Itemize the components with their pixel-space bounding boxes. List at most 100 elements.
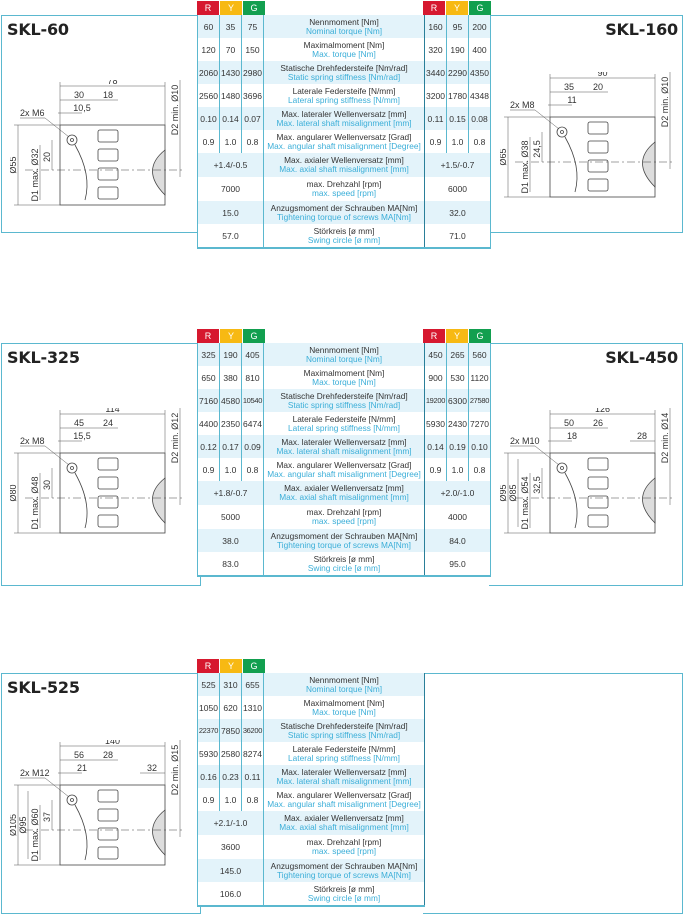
clamp-screw: [66, 134, 78, 146]
label-english: Max. torque [Nm]: [312, 706, 376, 717]
value-g-right: 560: [468, 343, 491, 366]
label-german: max. Drehzahl [rpm]: [306, 179, 382, 189]
value-r-right: 5930: [424, 412, 447, 435]
ryg-header-right: R Y G: [423, 329, 492, 343]
label-english: Max. angular shaft misalignment [Degree]: [267, 468, 421, 479]
label-english: Max. axial shaft misalignment [mm]: [279, 164, 409, 174]
property-label: Statische Drehfedersteife [Nm/rad]Static…: [263, 389, 425, 412]
property-label: Maximalmoment [Nm]Max. torque [Nm]: [263, 696, 425, 719]
value-y-left: 380: [219, 366, 242, 389]
value-r-left: 5930: [197, 742, 220, 765]
value-g-left: 0.09: [241, 435, 264, 458]
clamp-screw: [66, 462, 78, 474]
value-r-left: 0.9: [197, 458, 220, 481]
value-y-left: 4580: [219, 389, 242, 412]
value-y-right: 2430: [446, 412, 469, 435]
jaw-tooth: [97, 186, 119, 200]
jaw-tooth: [97, 808, 119, 822]
label-german: Anzugsmoment der Schrauben MA[Nm]: [270, 860, 418, 871]
hub-contour: [564, 472, 578, 529]
value-g-right: 4350: [468, 61, 491, 84]
grade-y-label: Y: [220, 1, 242, 15]
value-y-left: 0.23: [219, 765, 242, 788]
label-german: max. Drehzahl [rpm]: [306, 507, 382, 517]
value-g-right: 1120: [468, 366, 491, 389]
dimension-a: 45: [74, 418, 84, 428]
label-german: Anzugsmoment der Schrauben MA[Nm]: [270, 202, 418, 213]
dimension-d1-max: D1 max. Ø54: [520, 476, 530, 529]
value-y-left: 1.0: [219, 130, 242, 153]
jaw-tooth: [97, 789, 119, 803]
value-r-left: 0.9: [197, 130, 220, 153]
value-r-right: 0.9: [424, 458, 447, 481]
jaw-tooth: [97, 514, 119, 528]
tightening-torque-value-right: 32.0: [424, 201, 491, 224]
clamp-screw-center: [560, 466, 564, 470]
label-german: Laterale Federsteife [N/mm]: [292, 85, 396, 96]
value-r-right: 19200: [424, 389, 447, 412]
value-y-left: 2350: [219, 412, 242, 435]
value-r-left: 2560: [197, 84, 220, 107]
value-y-left: 70: [219, 38, 242, 61]
value-g-right: 27580: [468, 389, 491, 412]
jaw-tooth: [587, 140, 609, 154]
property-label: Max. angularer Wellenversatz [Grad]Max. …: [263, 788, 425, 811]
label-german: max. Drehzahl [rpm]: [306, 837, 382, 847]
property-label: Max. lateraler Wellenversatz [mm]Max. la…: [263, 107, 425, 130]
value-g-left: 810: [241, 366, 264, 389]
value-g-left: 36200: [241, 719, 264, 742]
jaw-tooth: [97, 846, 119, 860]
value-y-right: 190: [446, 38, 469, 61]
value-r-left: 0.12: [197, 435, 220, 458]
grade-r-label: R: [197, 329, 219, 343]
grade-g-label: G: [243, 329, 265, 343]
jaw-tooth: [97, 827, 119, 841]
value-r-left: 0.16: [197, 765, 220, 788]
value-y-left: 7850: [219, 719, 242, 742]
value-y-right: 265: [446, 343, 469, 366]
grade-r-label: R: [197, 659, 219, 673]
swing-circle-value-left: 83.0: [197, 552, 264, 577]
label-german: Max. axialer Wellenversatz [mm]: [284, 813, 404, 823]
hub-contour: [74, 144, 88, 201]
property-label: Statische Drehfedersteife [Nm/rad]Static…: [263, 719, 425, 742]
swing-circle-value-right: 71.0: [424, 224, 491, 249]
shaft-section: [152, 149, 166, 196]
clamp-screw-center: [70, 466, 74, 470]
panel-empty: [423, 673, 683, 914]
label-german: Max. axialer Wellenversatz [mm]: [284, 483, 404, 493]
panel-skl-450: SKL-450: [489, 343, 683, 586]
ryg-header-right: R Y G: [423, 1, 492, 15]
screw-spec-label: 2x M8: [510, 100, 535, 110]
label-english: Max. torque [Nm]: [312, 48, 376, 59]
value-r-left: 2060: [197, 61, 220, 84]
tightening-torque-value-left: 145.0: [197, 859, 264, 882]
label-english: Lateral spring stiffness [N/mm]: [288, 422, 400, 433]
dimension-outer-diameter: Ø55: [10, 156, 18, 173]
label-english: Nominal torque [Nm]: [305, 683, 383, 694]
dimension-a: 35: [564, 82, 574, 92]
property-label: Störkreis [ø mm]Swing circle [ø mm]: [263, 552, 425, 577]
value-y-right: 0.19: [446, 435, 469, 458]
dimension-height: 24,5: [532, 140, 542, 158]
value-g-right: 4348: [468, 84, 491, 107]
property-label: Statische Drehfedersteife [Nm/rad]Static…: [263, 61, 425, 84]
label-german: Statische Drehfedersteife [Nm/rad]: [280, 720, 408, 731]
model-title: SKL-525: [7, 678, 80, 697]
dimension-overall-length: 78: [107, 80, 117, 86]
clamp-screw-center: [70, 138, 74, 142]
axial-misalignment-value-left: +1.8/-0.7: [197, 481, 264, 505]
